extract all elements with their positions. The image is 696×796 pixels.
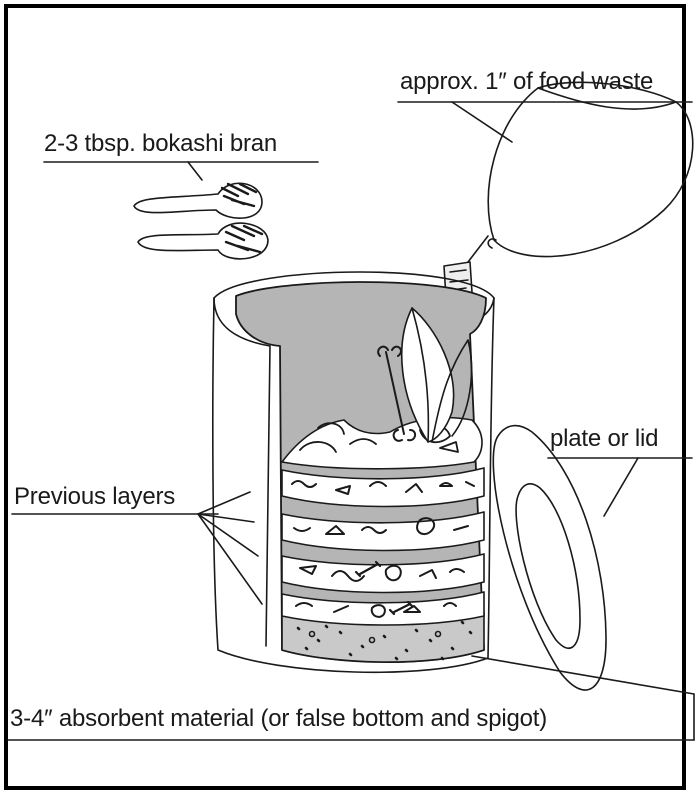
bokashi-bran-spoons [134, 183, 268, 259]
food-waste-bowl [444, 82, 693, 298]
label-absorbent-material: 3-4″ absorbent material (or false bottom… [10, 705, 547, 733]
label-plate-or-lid: plate or lid [550, 425, 658, 453]
plate-or-lid [493, 426, 606, 690]
label-previous-layers: Previous layers [14, 483, 175, 511]
label-food-waste: approx. 1″ of food waste [400, 68, 653, 96]
label-bokashi-bran: 2-3 tbsp. bokashi bran [44, 130, 277, 158]
